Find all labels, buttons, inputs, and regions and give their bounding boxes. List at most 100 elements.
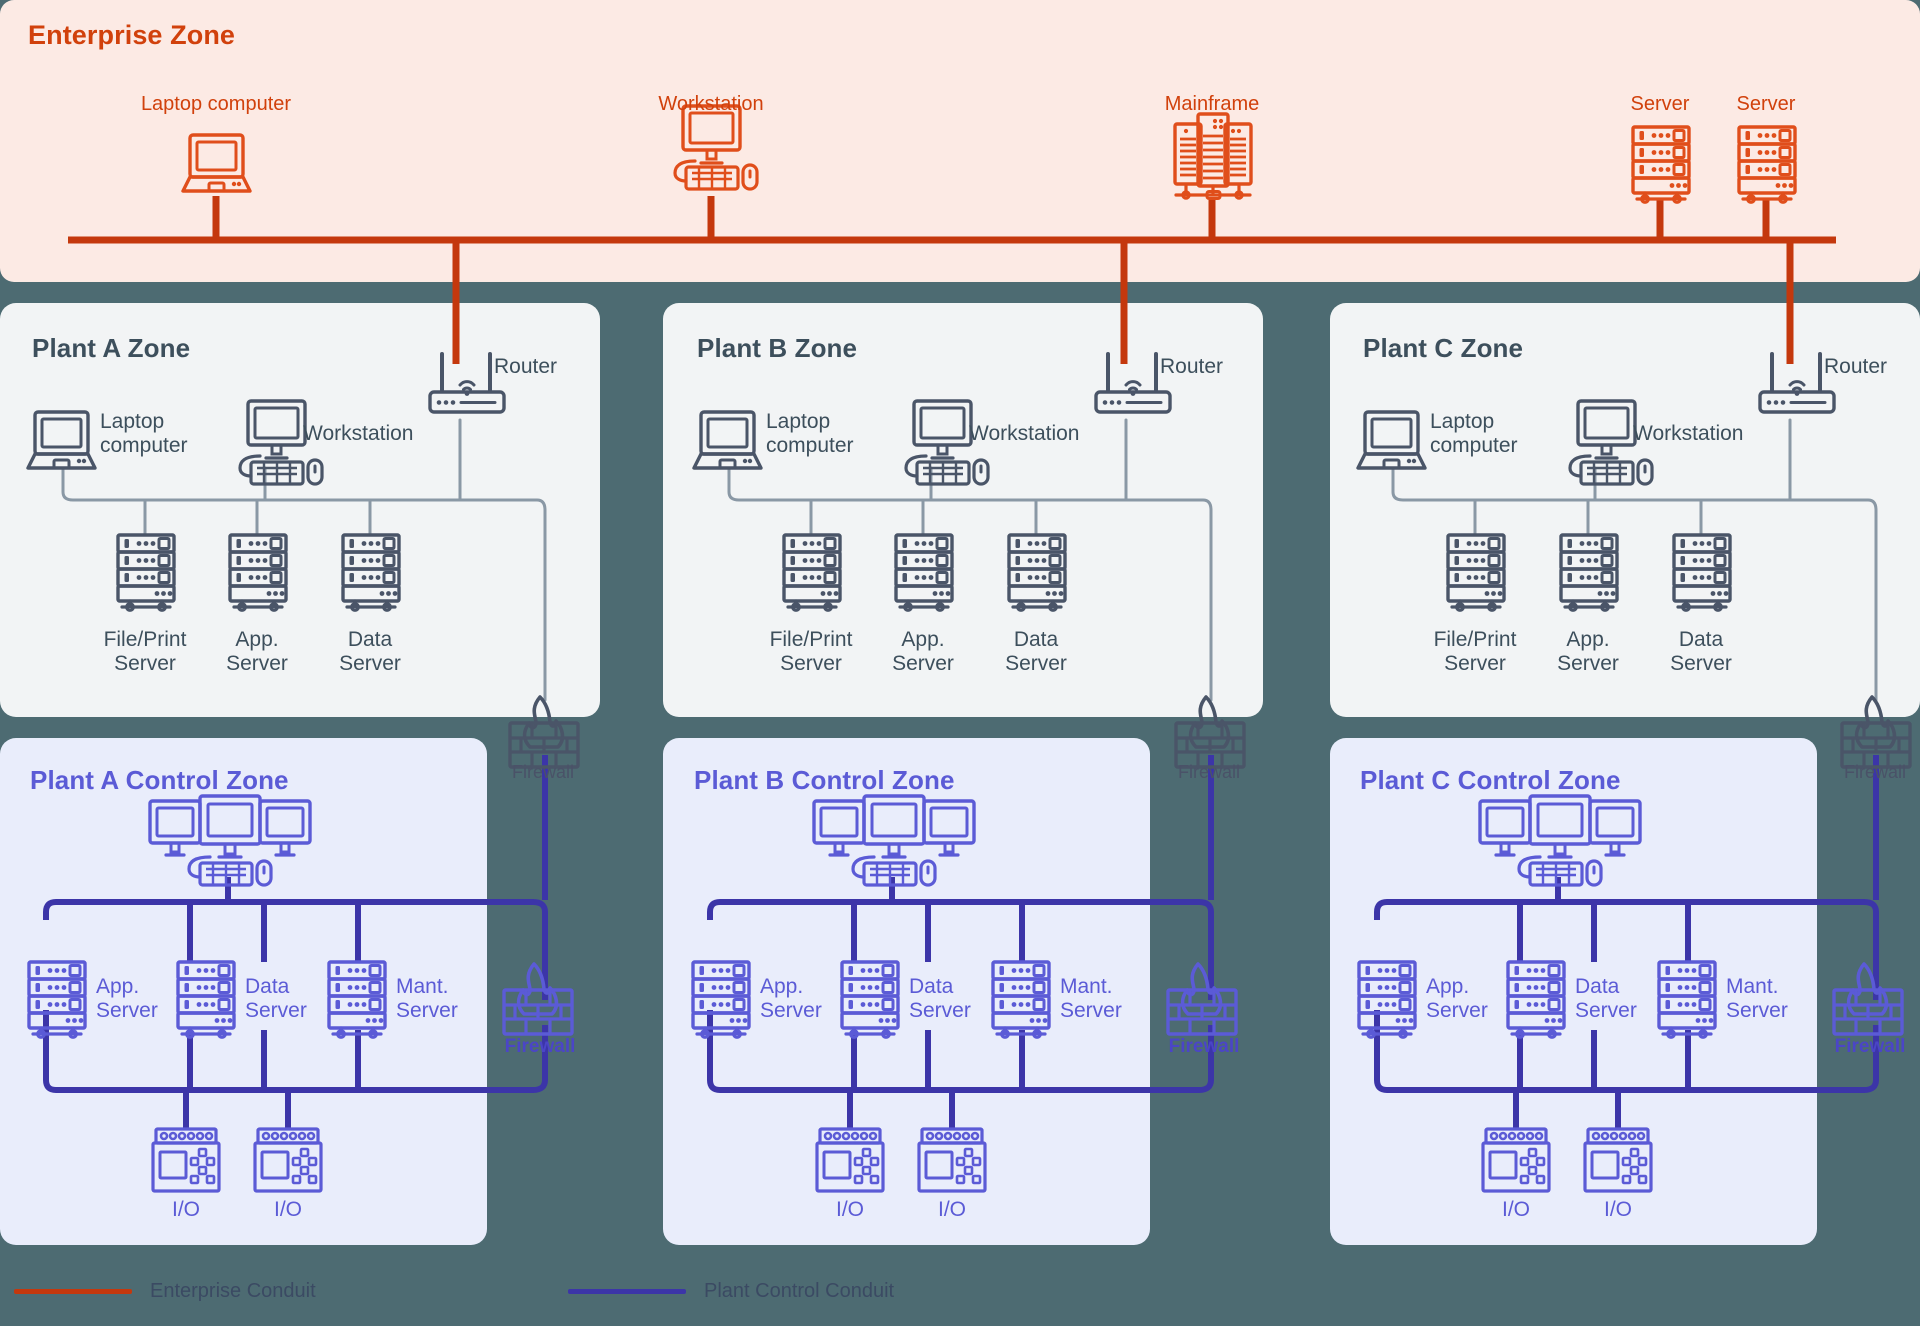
control-conduit-c-group [1374,755,1879,1128]
control-a-server-label-data: Data Server [245,975,307,1022]
plant-a-server-label-fileprint: File/Print Server [103,628,187,675]
io-module-icon [917,1127,987,1193]
io-module-icon [1583,1127,1653,1193]
control-a-firewall-label: Firewall [504,1036,576,1057]
control-a-upper-bus [43,899,548,1000]
plant-b-server-label-data: Data Server [1005,628,1067,675]
plant-c-firewall-label: Firewall [1843,762,1906,782]
firewall-icon [1166,962,1238,1036]
plant-b-zone-panel [663,303,1263,717]
control-b-upper-bus [707,899,1214,1000]
server-rack-icon [341,533,401,613]
plant-a-laptop-label: Laptop computer [100,410,188,457]
plant-a-lan-bus [61,466,547,702]
laptop-icon [1356,410,1427,470]
legend-swatch-plant-control [568,1289,686,1294]
enterprise-device-label-laptop: Laptop computer [140,93,292,115]
legend: Enterprise Conduit Plant Control Conduit [0,1276,1920,1316]
plant-b-server-label-fileprint: File/Print Server [769,628,853,675]
control-a-io-label-2: I/O [273,1198,302,1221]
triple-monitor-console-icon [148,794,312,887]
plant-b-zone-title: Plant B Zone [697,333,858,363]
plant-c-server-label-app: App. Server [1557,628,1619,675]
control-c-server-label-app: App. Server [1426,975,1488,1022]
enterprise-zone-title: Enterprise Zone [28,20,236,50]
control-c-firewall-label: Firewall [1834,1036,1906,1057]
workstation-icon [673,104,759,191]
mainframe-icon [1173,112,1253,201]
server-rack-icon [228,533,288,613]
io-module-icon [151,1127,221,1193]
plant-a-firewall-label: Firewall [511,762,574,782]
control-b-server-label-data: Data Server [909,975,971,1022]
server-rack-icon [1737,125,1797,205]
plant-a-workstation-label: Workstation [303,422,414,445]
server-rack-icon [1657,960,1717,1040]
router-icon [428,352,506,414]
laptop-icon [26,410,97,470]
plant-a-server-label-app: App. Server [226,628,288,675]
io-module-icon [253,1127,323,1193]
router-icon [1094,352,1172,414]
legend-label-enterprise: Enterprise Conduit [150,1280,316,1302]
plant-c-lan-group [1391,418,1878,702]
server-rack-icon [691,960,751,1040]
control-conduit-b-group [707,755,1214,1128]
firewall-icon [1832,962,1904,1036]
plant-a-lan-group [61,418,547,702]
control-b-io-label-2: I/O [937,1198,966,1221]
server-rack-icon [1506,960,1566,1040]
plant-b-router-label: Router [1160,355,1224,378]
laptop-icon [692,410,763,470]
legend-label-plant-control: Plant Control Conduit [704,1280,895,1302]
legend-item-enterprise-conduit: Enterprise Conduit [14,1280,316,1303]
control-c-io-label-1: I/O [1501,1198,1530,1221]
control-a-server-label-mant: Mant. Server [396,975,458,1022]
control-c-upper-bus [1374,899,1879,1000]
server-rack-icon [894,533,954,613]
legend-item-plant-control-conduit: Plant Control Conduit [568,1280,894,1303]
plant-a-zone-panel [0,303,600,717]
triple-monitor-console-icon [812,794,976,887]
enterprise-device-label-workstation: Workstation [658,93,764,115]
plant-c-server-label-data: Data Server [1670,628,1732,675]
control-a-io-label-1: I/O [171,1198,200,1221]
server-rack-icon [840,960,900,1040]
control-b-server-label-mant: Mant. Server [1060,975,1122,1022]
router-icon [1758,352,1836,414]
laptop-icon [181,133,252,193]
control-c-io-label-2: I/O [1603,1198,1632,1221]
server-rack-icon [1559,533,1619,613]
plant-c-router-label: Router [1824,355,1888,378]
control-b-io-label-1: I/O [835,1198,864,1221]
server-rack-icon [27,960,87,1040]
server-rack-icon [991,960,1051,1040]
enterprise-conduit-group [68,196,1836,364]
control-c-server-label-data: Data Server [1575,975,1637,1022]
plant-b-workstation-label: Workstation [969,422,1080,445]
control-conduit-a-group [43,755,548,1128]
enterprise-device-label-mainframe: Mainframe [1164,93,1260,115]
enterprise-device-label-server-2: Server [1736,93,1796,115]
enterprise-zone-panel [0,0,1920,282]
server-rack-icon [1007,533,1067,613]
enterprise-device-label-server-1: Server [1630,93,1690,115]
plant-a-zone-title: Plant A Zone [32,333,191,363]
io-module-icon [1481,1127,1551,1193]
plant-c-laptop-label: Laptop computer [1430,410,1518,457]
plant-c-lan-bus [1391,466,1878,702]
server-rack-icon [782,533,842,613]
plant-b-firewall-label: Firewall [1177,762,1240,782]
server-rack-icon [1446,533,1506,613]
plant-c-control-zone-title: Plant C Control Zone [1360,765,1621,795]
plant-b-laptop-label: Laptop computer [766,410,854,457]
triple-monitor-console-icon [1478,794,1642,887]
plant-c-server-label-fileprint: File/Print Server [1433,628,1517,675]
server-rack-icon [116,533,176,613]
plant-c-zone-title: Plant C Zone [1363,333,1524,363]
server-rack-icon [327,960,387,1040]
plant-b-lan-bus [727,466,1213,702]
server-rack-icon [176,960,236,1040]
control-b-server-label-app: App. Server [760,975,822,1022]
